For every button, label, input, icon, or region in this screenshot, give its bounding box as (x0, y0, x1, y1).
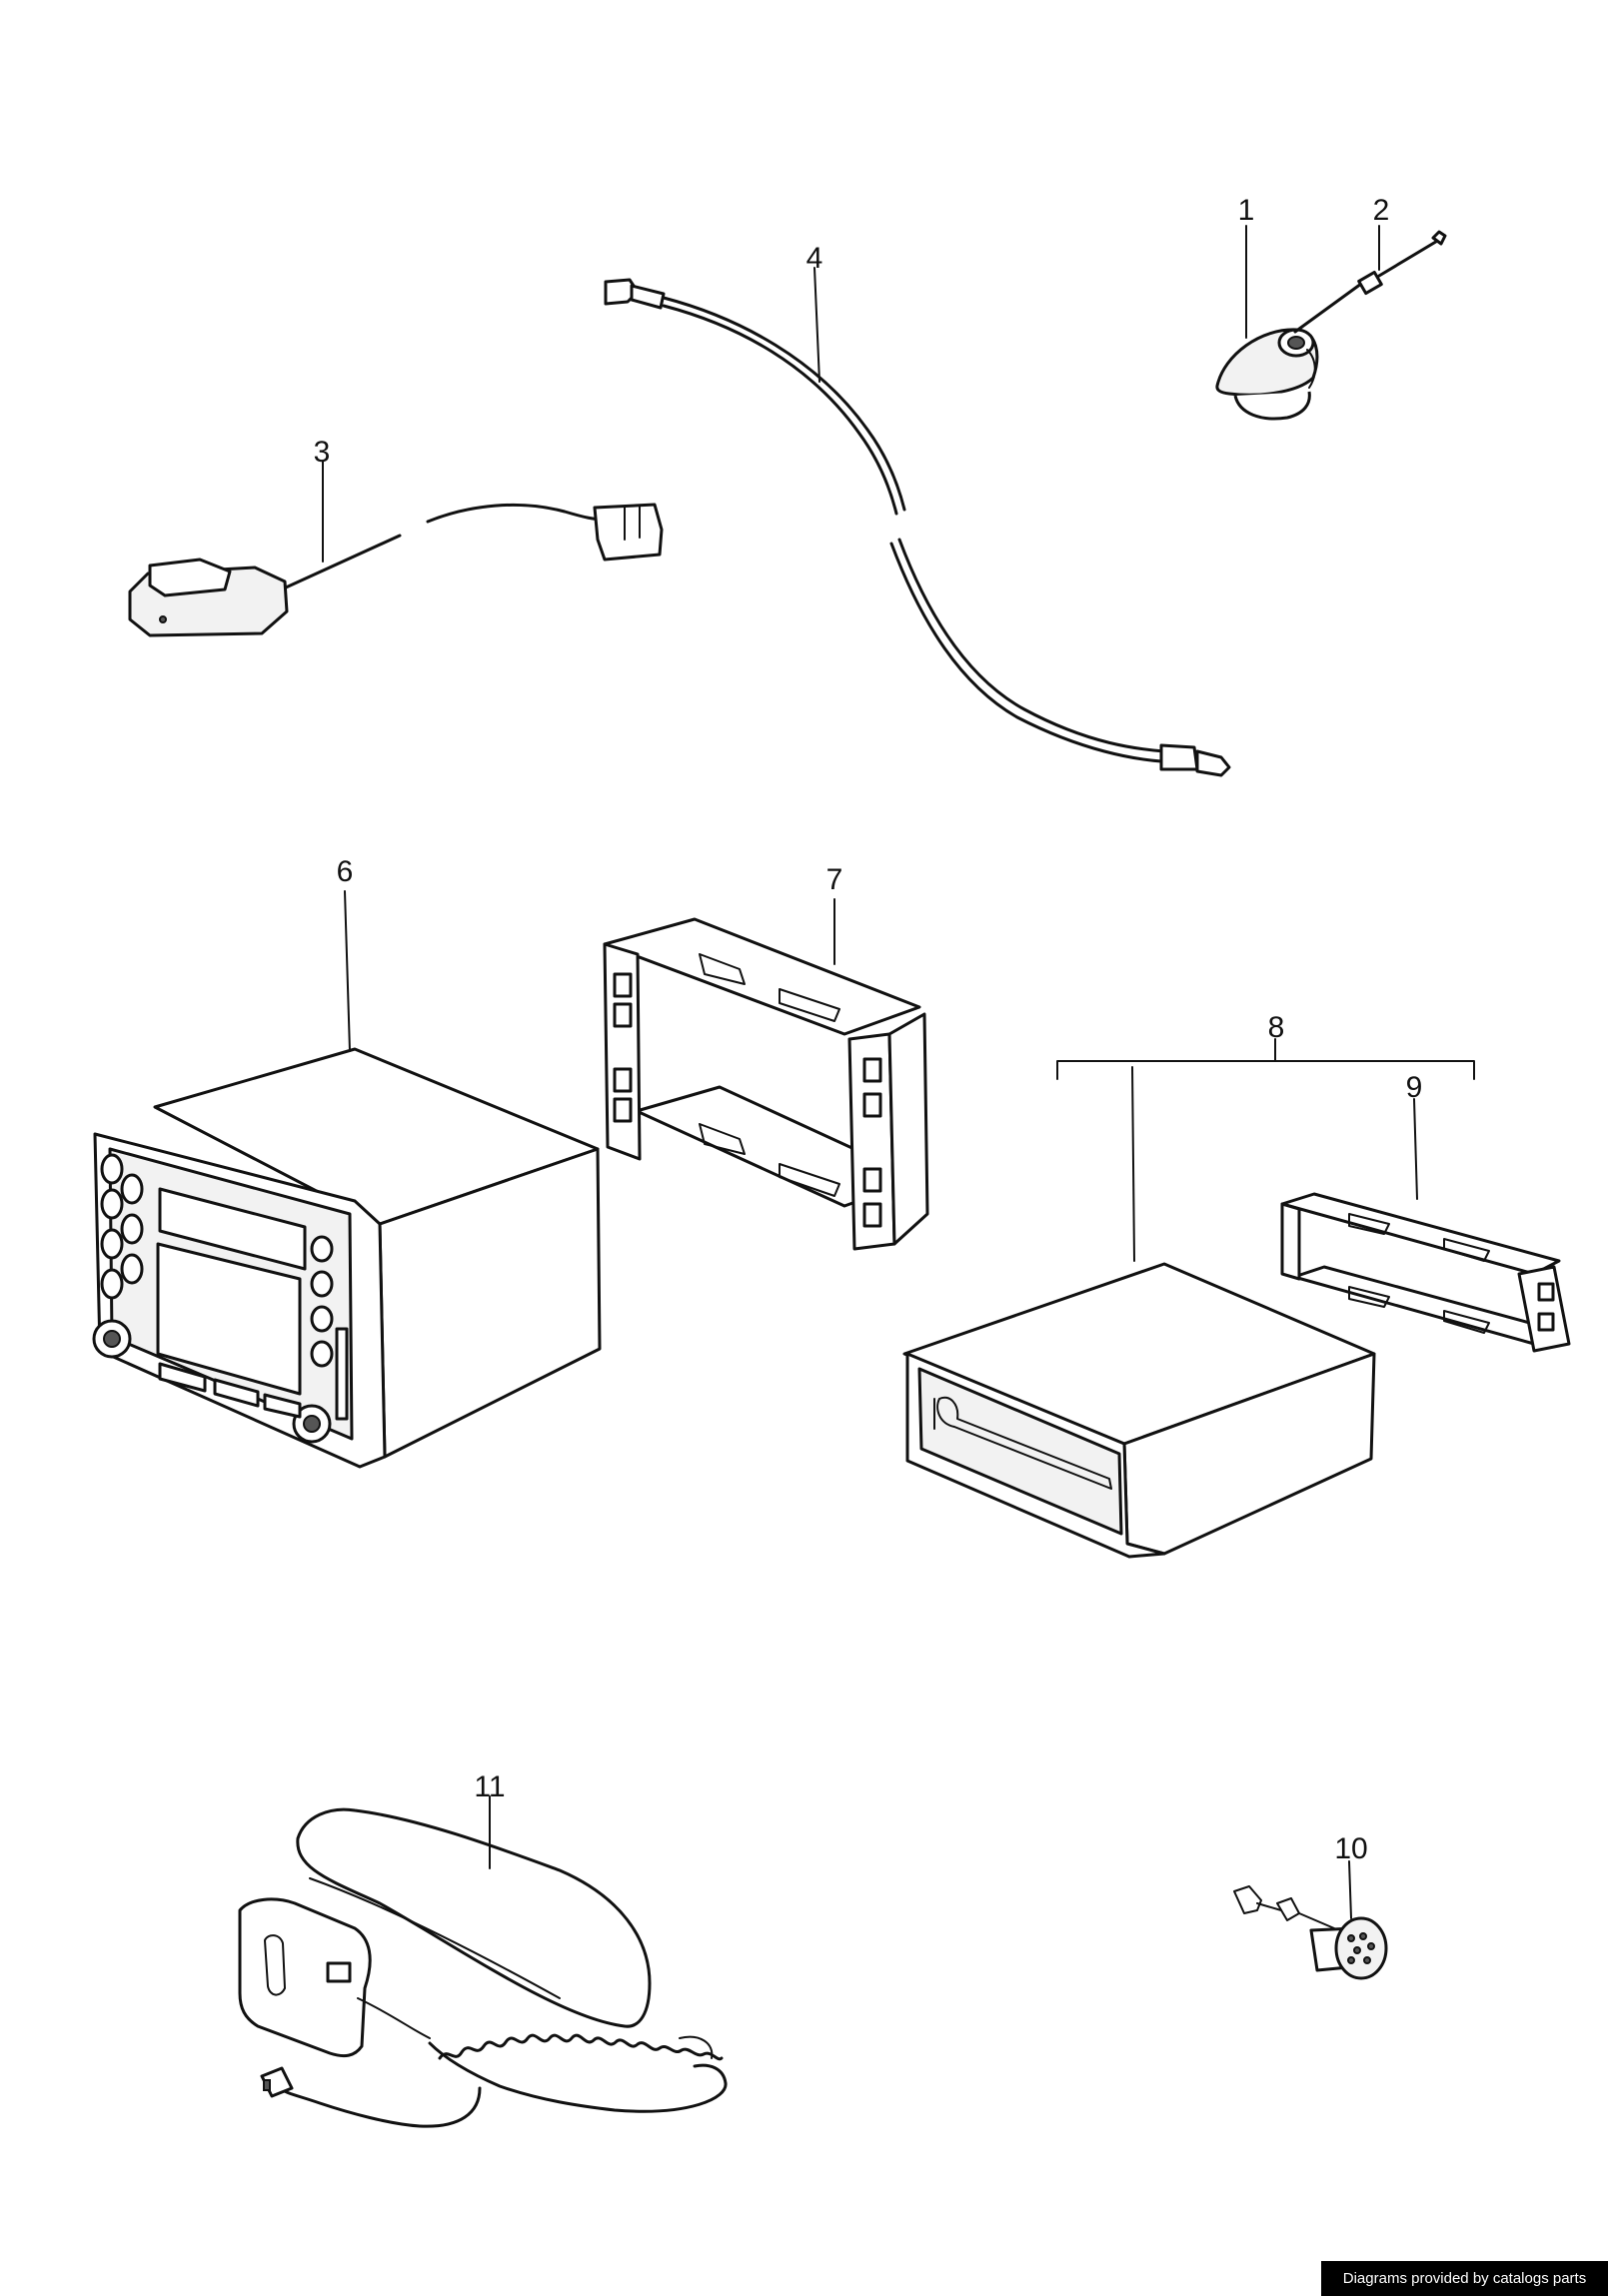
part-1-antenna-base (1215, 328, 1319, 421)
callout-3: 3 (314, 436, 331, 469)
leader-line-9 (1413, 1098, 1418, 1200)
leader-line-8b (1131, 1066, 1135, 1262)
part-10-microphone (1233, 1885, 1388, 1980)
part-6-navigation-radio (92, 1047, 602, 1469)
leader-line-6 (344, 890, 351, 1052)
part-11-telephone-handset (238, 1807, 728, 2128)
callout-1: 1 (1238, 194, 1255, 227)
part-4-antenna-cable (604, 278, 1231, 777)
callout-8: 8 (1268, 1011, 1285, 1044)
part-3-gps-antenna (128, 503, 664, 637)
callout-7: 7 (826, 863, 843, 896)
credit-banner: Diagrams provided by catalogs parts (1321, 2261, 1608, 2296)
part-7-mounting-frame (603, 917, 929, 1251)
callout-10: 10 (1334, 1832, 1367, 1865)
leader-line-10 (1348, 1860, 1352, 1919)
leader-line-4 (813, 267, 820, 383)
callout-2: 2 (1373, 194, 1390, 227)
part-2-antenna-mast (1293, 230, 1447, 334)
part-8-radio-unit (902, 1262, 1376, 1559)
callout-11: 11 (474, 1770, 505, 1803)
callout-6: 6 (337, 855, 354, 888)
part-9-mounting-frame (1280, 1192, 1571, 1353)
callout-9: 9 (1406, 1071, 1423, 1104)
callout-4: 4 (806, 242, 823, 275)
bracket-8 (1056, 1060, 1475, 1080)
